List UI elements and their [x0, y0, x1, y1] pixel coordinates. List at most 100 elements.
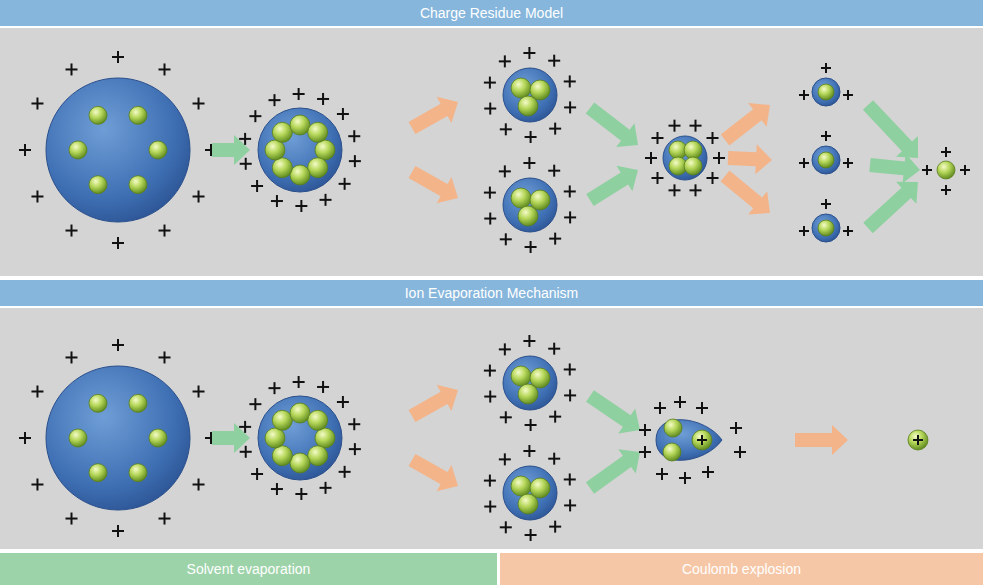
charge-sign — [913, 435, 923, 445]
solvent-droplet — [503, 178, 557, 232]
charge-sign — [339, 466, 351, 478]
process-arrow — [586, 166, 638, 206]
charge-sign — [696, 402, 708, 414]
band-label: Charge Residue Model — [420, 5, 563, 21]
charge-sign — [922, 165, 932, 175]
analyte-sphere — [290, 165, 310, 185]
charge-sign — [821, 63, 831, 73]
charge-sign — [112, 51, 124, 63]
band-label: Solvent evaporation — [187, 561, 311, 577]
charge-sign — [249, 398, 261, 410]
charge-sign — [112, 339, 124, 351]
solvent-droplet — [503, 356, 557, 410]
charge-sign — [112, 525, 124, 537]
charge-sign — [549, 233, 561, 245]
analyte-sphere — [308, 446, 328, 466]
charge-sign — [317, 381, 329, 393]
charge-sign — [564, 101, 576, 113]
charge-sign — [112, 237, 124, 249]
charge-sign — [697, 435, 707, 445]
analyte-sphere — [511, 476, 531, 496]
charge-sign — [66, 225, 78, 237]
process-arrow — [721, 171, 770, 215]
charge-sign — [645, 152, 657, 164]
analyte-sphere — [149, 429, 167, 447]
analyte-sphere — [511, 366, 531, 386]
band-label: Coulomb explosion — [682, 561, 801, 577]
charge-sign — [337, 396, 349, 408]
analyte-sphere — [511, 78, 531, 98]
analyte-sphere — [818, 84, 834, 100]
panel-ground — [0, 28, 983, 276]
analyte-sphere — [818, 152, 834, 168]
charge-sign — [960, 165, 970, 175]
analyte-sphere — [69, 141, 87, 159]
charge-sign — [548, 55, 560, 67]
charge-sign — [690, 184, 702, 196]
charge-sign — [843, 226, 853, 236]
charge-sign — [690, 120, 702, 132]
charge-sign — [499, 165, 511, 177]
analyte-sphere — [272, 158, 292, 178]
charge-sign — [193, 98, 205, 110]
charge-sign — [525, 241, 537, 253]
charge-sign — [159, 513, 171, 525]
solvent-droplet — [258, 108, 342, 192]
charge-sign — [159, 351, 171, 363]
charge-sign — [639, 446, 651, 458]
analyte-sphere — [664, 419, 682, 437]
analyte-sphere — [692, 430, 712, 450]
charge-sign — [484, 391, 496, 403]
charge-sign — [702, 466, 714, 478]
charge-sign — [66, 513, 78, 525]
charge-sign — [525, 131, 537, 143]
charge-sign — [348, 418, 360, 430]
charge-sign — [295, 200, 307, 212]
analyte-sphere — [129, 176, 147, 194]
process-arrow — [869, 153, 920, 183]
charge-sign — [674, 396, 686, 408]
band: Ion Evaporation Mechanism — [0, 280, 983, 306]
analyte-sphere — [684, 141, 702, 159]
charge-sign — [523, 47, 535, 59]
charge-sign — [821, 131, 831, 141]
analyte-sphere — [511, 188, 531, 208]
charge-sign — [500, 521, 512, 533]
process-arrow — [409, 97, 458, 134]
process-arrow — [409, 454, 458, 491]
charge-sign — [564, 389, 576, 401]
process-arrow — [586, 449, 640, 494]
charge-sign — [549, 123, 561, 135]
charge-sign — [193, 386, 205, 398]
analyte-sphere — [315, 140, 335, 160]
charge-sign — [271, 483, 283, 495]
charge-sign — [268, 382, 280, 394]
charge-sign — [564, 75, 576, 87]
process-arrow — [795, 425, 848, 455]
charge-sign — [31, 386, 43, 398]
charge-sign — [240, 158, 252, 170]
solvent-droplet — [812, 214, 840, 242]
charge-sign — [239, 421, 251, 433]
charge-sign — [549, 411, 561, 423]
charge-sign — [317, 93, 329, 105]
analyte-sphere — [265, 140, 285, 160]
band: Coulomb explosion — [500, 553, 983, 585]
analyte-sphere — [518, 206, 538, 226]
charge-sign — [500, 233, 512, 245]
charge-sign — [19, 144, 31, 156]
solvent-droplet — [46, 366, 190, 510]
analyte-sphere — [290, 453, 310, 473]
analyte-sphere — [129, 106, 147, 124]
charge-sign — [484, 365, 496, 377]
process-arrow — [586, 390, 640, 433]
charge-sign — [499, 55, 511, 67]
analyte-sphere — [129, 394, 147, 412]
charge-sign — [484, 475, 496, 487]
charge-sign — [268, 94, 280, 106]
analyte-sphere — [89, 464, 107, 482]
analyte-sphere — [149, 141, 167, 159]
charge-sign — [713, 152, 725, 164]
analyte-sphere — [89, 394, 107, 412]
analyte-sphere — [937, 161, 955, 179]
